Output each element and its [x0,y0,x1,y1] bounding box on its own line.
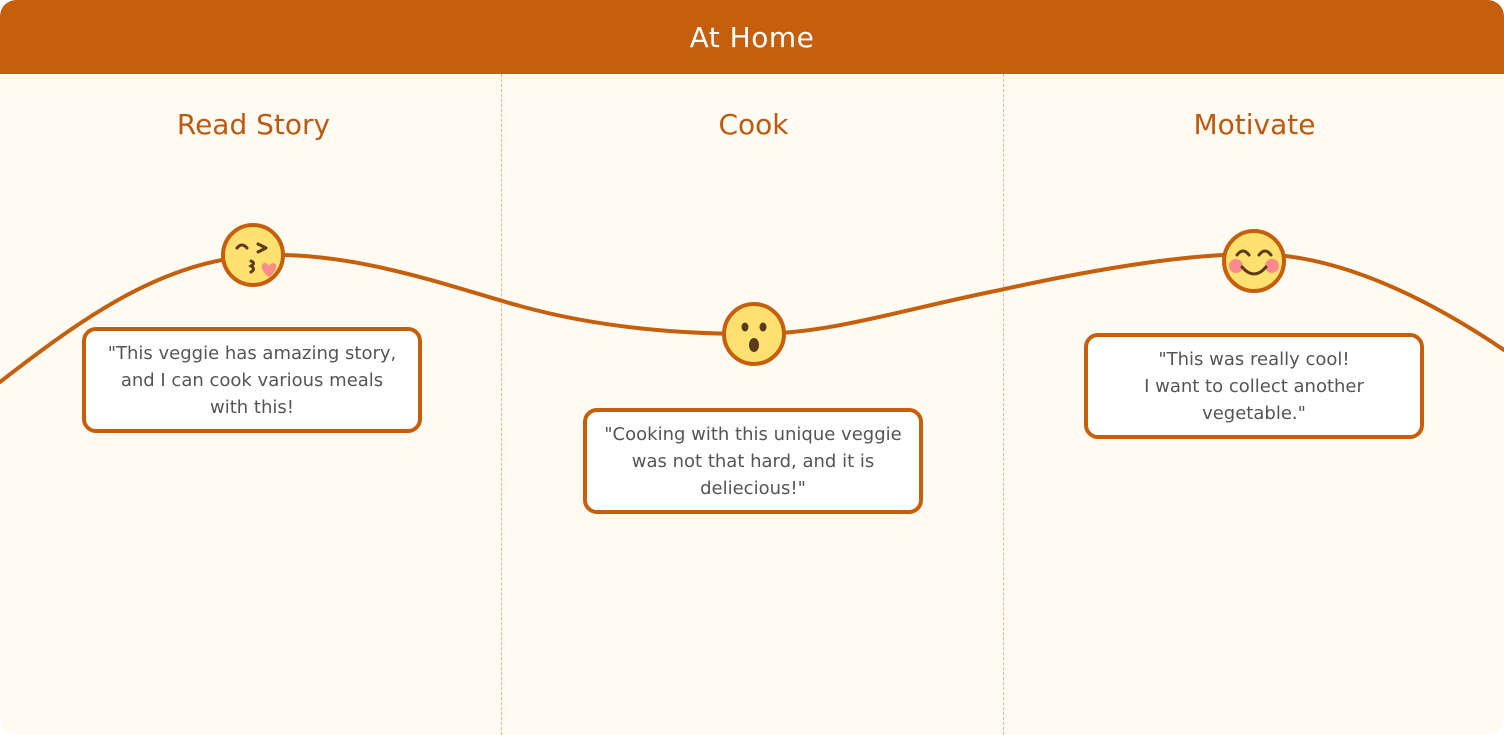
page-title: At Home [689,20,815,54]
quote-motivate: "This was really cool! I want to collect… [1084,333,1424,439]
column-divider [1003,74,1004,735]
quote-line: "This was really cool! [1158,348,1350,370]
surprised-face-icon [722,302,786,366]
quote-cook: "Cooking with this unique veggie was not… [583,408,923,514]
quote-text: "Cooking with this unique veggie was not… [604,423,902,499]
stage-title-cook: Cook [718,108,789,141]
smiling-face-icon [1222,229,1286,293]
stage-title-motivate: Motivate [1193,108,1316,141]
column-divider [501,74,502,735]
quote-text: "This was really cool! I want to collect… [1104,346,1404,427]
quote-line: I want to collect another vegetable." [1144,375,1364,424]
stage-title-read-story: Read Story [176,108,331,141]
header-bar: At Home [0,0,1504,74]
quote-read-story: "This veggie has amazing story, and I ca… [82,327,422,433]
quote-text: "This veggie has amazing story, and I ca… [107,342,397,418]
kissing-face-wink-icon [221,223,285,287]
